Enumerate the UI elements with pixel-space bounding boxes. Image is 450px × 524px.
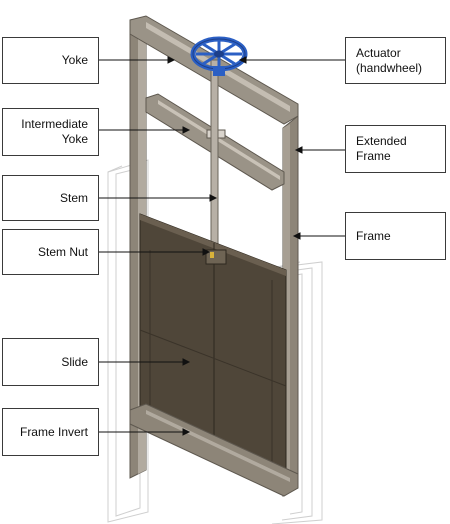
label-intermediate-yoke: Intermediate Yoke <box>2 108 99 156</box>
label-actuator-text: Actuator (handwheel) <box>356 45 423 75</box>
slide <box>139 213 287 471</box>
label-stem-nut-text: Stem Nut <box>37 244 88 259</box>
label-frame-invert: Frame Invert <box>2 408 99 456</box>
frame-invert <box>129 403 299 497</box>
label-extended-frame: Extended Frame <box>345 125 446 173</box>
label-frame: Frame <box>345 212 446 260</box>
label-stem: Stem <box>2 175 99 221</box>
leader-lines <box>99 56 345 436</box>
label-frame-invert-text: Frame Invert <box>19 424 88 439</box>
label-stem-text: Stem <box>59 190 88 205</box>
label-yoke: Yoke <box>2 37 99 84</box>
handwheel-icon <box>190 36 248 76</box>
label-frame-text: Frame <box>356 228 391 243</box>
label-extended-frame-text: Extended Frame <box>356 134 407 163</box>
label-intermediate-yoke-text: Intermediate Yoke <box>21 117 88 146</box>
label-stem-nut: Stem Nut <box>2 229 99 275</box>
label-slide: Slide <box>2 338 99 386</box>
label-slide-text: Slide <box>61 354 88 369</box>
label-actuator: Actuator (handwheel) <box>345 37 446 84</box>
stem <box>210 59 219 259</box>
label-yoke-text: Yoke <box>61 53 88 67</box>
